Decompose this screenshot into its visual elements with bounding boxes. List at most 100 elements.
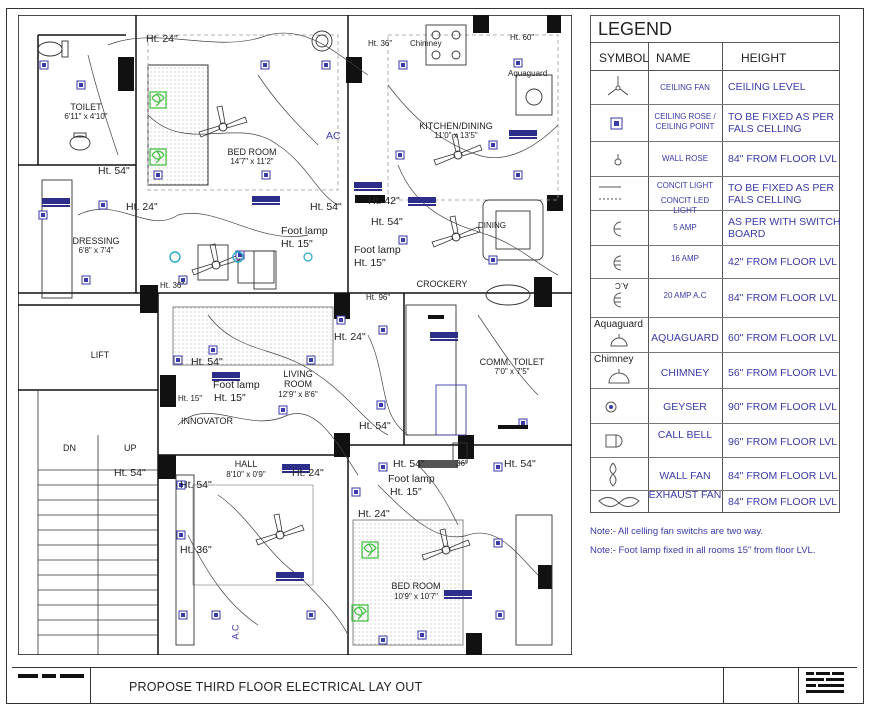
room-name-toilet: TOILET <box>70 102 102 112</box>
outer-walls <box>18 15 572 655</box>
legend-divider <box>648 43 649 512</box>
innovator-label: INNOVATOR <box>181 416 234 426</box>
room-dim-comm-toilet: 7'0" x 7'5" <box>494 367 530 376</box>
height-label: Ht. 54" <box>114 467 146 479</box>
legend-name: WALL FAN <box>659 470 711 482</box>
floor-plan: TOILET 6'11" x 4'10" BED ROOM 14'7" x 11… <box>18 15 572 655</box>
legend-row: CEILING ROSE / CEILING POINT TO BE FIXED… <box>591 105 839 142</box>
legend-symbol-caption: Chimney <box>594 354 634 365</box>
ceiling-fan-icon <box>191 243 241 276</box>
legend-row: WALL ROSE 84" FROM FLOOR LVL <box>591 142 839 177</box>
room-dim-bedroom: 14'7" x 11'2" <box>230 157 274 166</box>
stairs-down-label: DN <box>63 443 76 453</box>
height-label: Ht. 24" <box>126 201 158 213</box>
legend-name: 16 AMP <box>670 254 699 263</box>
room-dim-kitchen: 11'0" x 13'5" <box>434 131 478 140</box>
legend-name: CONCIT LIGHT <box>656 181 714 190</box>
ac-label: A.C <box>230 624 241 640</box>
legend-height: 84" FROM FLOOR LVL <box>728 153 838 165</box>
room-name-bedroom: BED ROOM <box>227 147 277 157</box>
wall-columns <box>118 15 563 655</box>
note-text: Note:- Foot lamp fixed in all rooms 15" … <box>590 545 816 556</box>
legend-row: CALL BELL 96" FROM FLOOR LVL <box>591 424 839 458</box>
legend-header-height: HEIGHT <box>741 51 787 65</box>
room-dim-hall: 8'10" x 0'9" <box>226 470 266 479</box>
legend-name: WALL ROSE <box>661 154 709 163</box>
legend-row: 5 AMP AS PER WITH SWITCH BOARD <box>591 211 841 246</box>
legend-symbol-caption: A.C <box>615 281 629 290</box>
call-bell-icon <box>591 424 648 457</box>
height-label: Ht. 60" <box>510 33 535 42</box>
title-block-divider <box>798 668 799 704</box>
legend-name: GEYSER <box>663 401 707 413</box>
ceiling-fan-icon <box>591 71 648 104</box>
legend-row: EXHAUST FAN 84" FROM FLOOR LVL <box>591 489 839 514</box>
room-dim-toilet: 6'11" x 4'10" <box>64 112 108 121</box>
foot-lamp-label: Foot lamp <box>354 244 401 256</box>
legend-name: CALL BELL <box>657 429 713 441</box>
foot-lamp-label: Foot lamp <box>388 473 435 485</box>
room-dim-dressing: 6'8" x 7'4" <box>78 246 114 255</box>
height-label: Ht. 24" <box>292 467 324 479</box>
legend-divider <box>722 43 723 512</box>
chimney-icon: Chimney <box>591 353 648 388</box>
room-name-lift: LIFT <box>90 350 110 360</box>
title-block-divider <box>723 668 724 704</box>
legend-name: EXHAUST FAN <box>648 489 722 501</box>
dining-label: DINING <box>478 221 506 230</box>
legend-name-2: CONCIT LED LIGHT <box>660 196 710 215</box>
foot-lamp-height: Ht. 15" <box>214 392 246 404</box>
room-dim-living: 12'9" x 8'6" <box>278 390 318 399</box>
height-label: Ht. 54" <box>359 420 391 432</box>
legend-height: 84" FROM FLOOR LVL <box>728 496 838 508</box>
note-text: Note:- All celling fan switchs are two w… <box>590 526 764 537</box>
room-name-crockery: CROCKERY <box>416 279 468 289</box>
height-label: Ht. 36" <box>160 281 185 290</box>
legend-height: 90" FROM FLOOR LVL <box>728 401 838 413</box>
legend-row: CEILING FAN CEILING LEVEL <box>591 71 839 105</box>
title-block: PROPOSE THIRD FLOOR ELECTRICAL LAY OUT <box>12 667 857 704</box>
aquaguard-icon: Aquaguard <box>591 318 648 352</box>
wall-rose-icon <box>591 142 648 176</box>
legend-name: 5 AMP <box>673 223 697 232</box>
title-block-logo <box>12 668 91 704</box>
legend-title: LEGEND <box>591 16 839 43</box>
foot-lamp-label: Foot lamp <box>281 225 328 237</box>
foot-lamp-height: Ht. 15" <box>390 486 422 498</box>
height-label: Ht. 36" <box>180 544 212 556</box>
socket-16amp-icon <box>591 246 648 278</box>
legend-header-row: SYMBOL NAME HEIGHT <box>591 43 839 71</box>
legend-height: 56" FROM FLOOR LVL <box>728 367 838 379</box>
room-name-bedroom-2: BED ROOM <box>391 581 441 591</box>
legend-height: TO BE FIXED AS PER FALS CELLING <box>728 182 835 206</box>
legend-name: AQUAGUARD <box>651 332 719 344</box>
legend-height: TO BE FIXED AS PER FALS CELLING <box>728 111 835 135</box>
height-label: Ht. 54" <box>98 165 130 177</box>
legend-height: 60" FROM FLOOR LVL <box>728 332 838 344</box>
legend-height: AS PER WITH SWITCH BOARD <box>728 216 841 240</box>
chimney-label: Chimney <box>410 39 442 48</box>
height-label: Ht. 24" <box>146 33 178 45</box>
legend-height: 96" FROM FLOOR LVL <box>728 436 838 448</box>
room-name-hall: HALL <box>234 459 258 469</box>
socket-20amp-ac-icon: A.C <box>591 279 648 317</box>
legend-header-name: NAME <box>656 51 691 65</box>
height-label: Ht. 36" <box>368 39 393 48</box>
height-label: Ht. 96" <box>366 293 391 302</box>
legend-height: CEILING LEVEL <box>728 81 806 93</box>
room-dim-bedroom-2: 10'9" x 10'7" <box>394 592 438 601</box>
concealed-light-icon <box>591 177 648 210</box>
socket-5amp-icon <box>591 211 648 245</box>
ceiling-rose-icon <box>591 105 648 141</box>
wiring <box>77 32 559 636</box>
legend-table: LEGEND SYMBOL NAME HEIGHT CEILING FAN CE… <box>590 15 841 514</box>
height-label: Ht. 15" <box>178 394 203 403</box>
title-block-logo <box>806 672 844 693</box>
drawing-frame <box>6 8 864 704</box>
floor-plan-drawing <box>18 15 572 655</box>
height-label: Ht. 54" <box>310 201 342 213</box>
legend-row: Aquaguard AQUAGUARD 60" FROM FLOOR LVL <box>591 318 839 353</box>
legend-row: CONCIT LIGHT CONCIT LED LIGHT TO BE FIXE… <box>591 177 839 215</box>
height-label: Ht. 24" <box>334 331 366 343</box>
height-label: Ht. 54" <box>371 216 403 228</box>
